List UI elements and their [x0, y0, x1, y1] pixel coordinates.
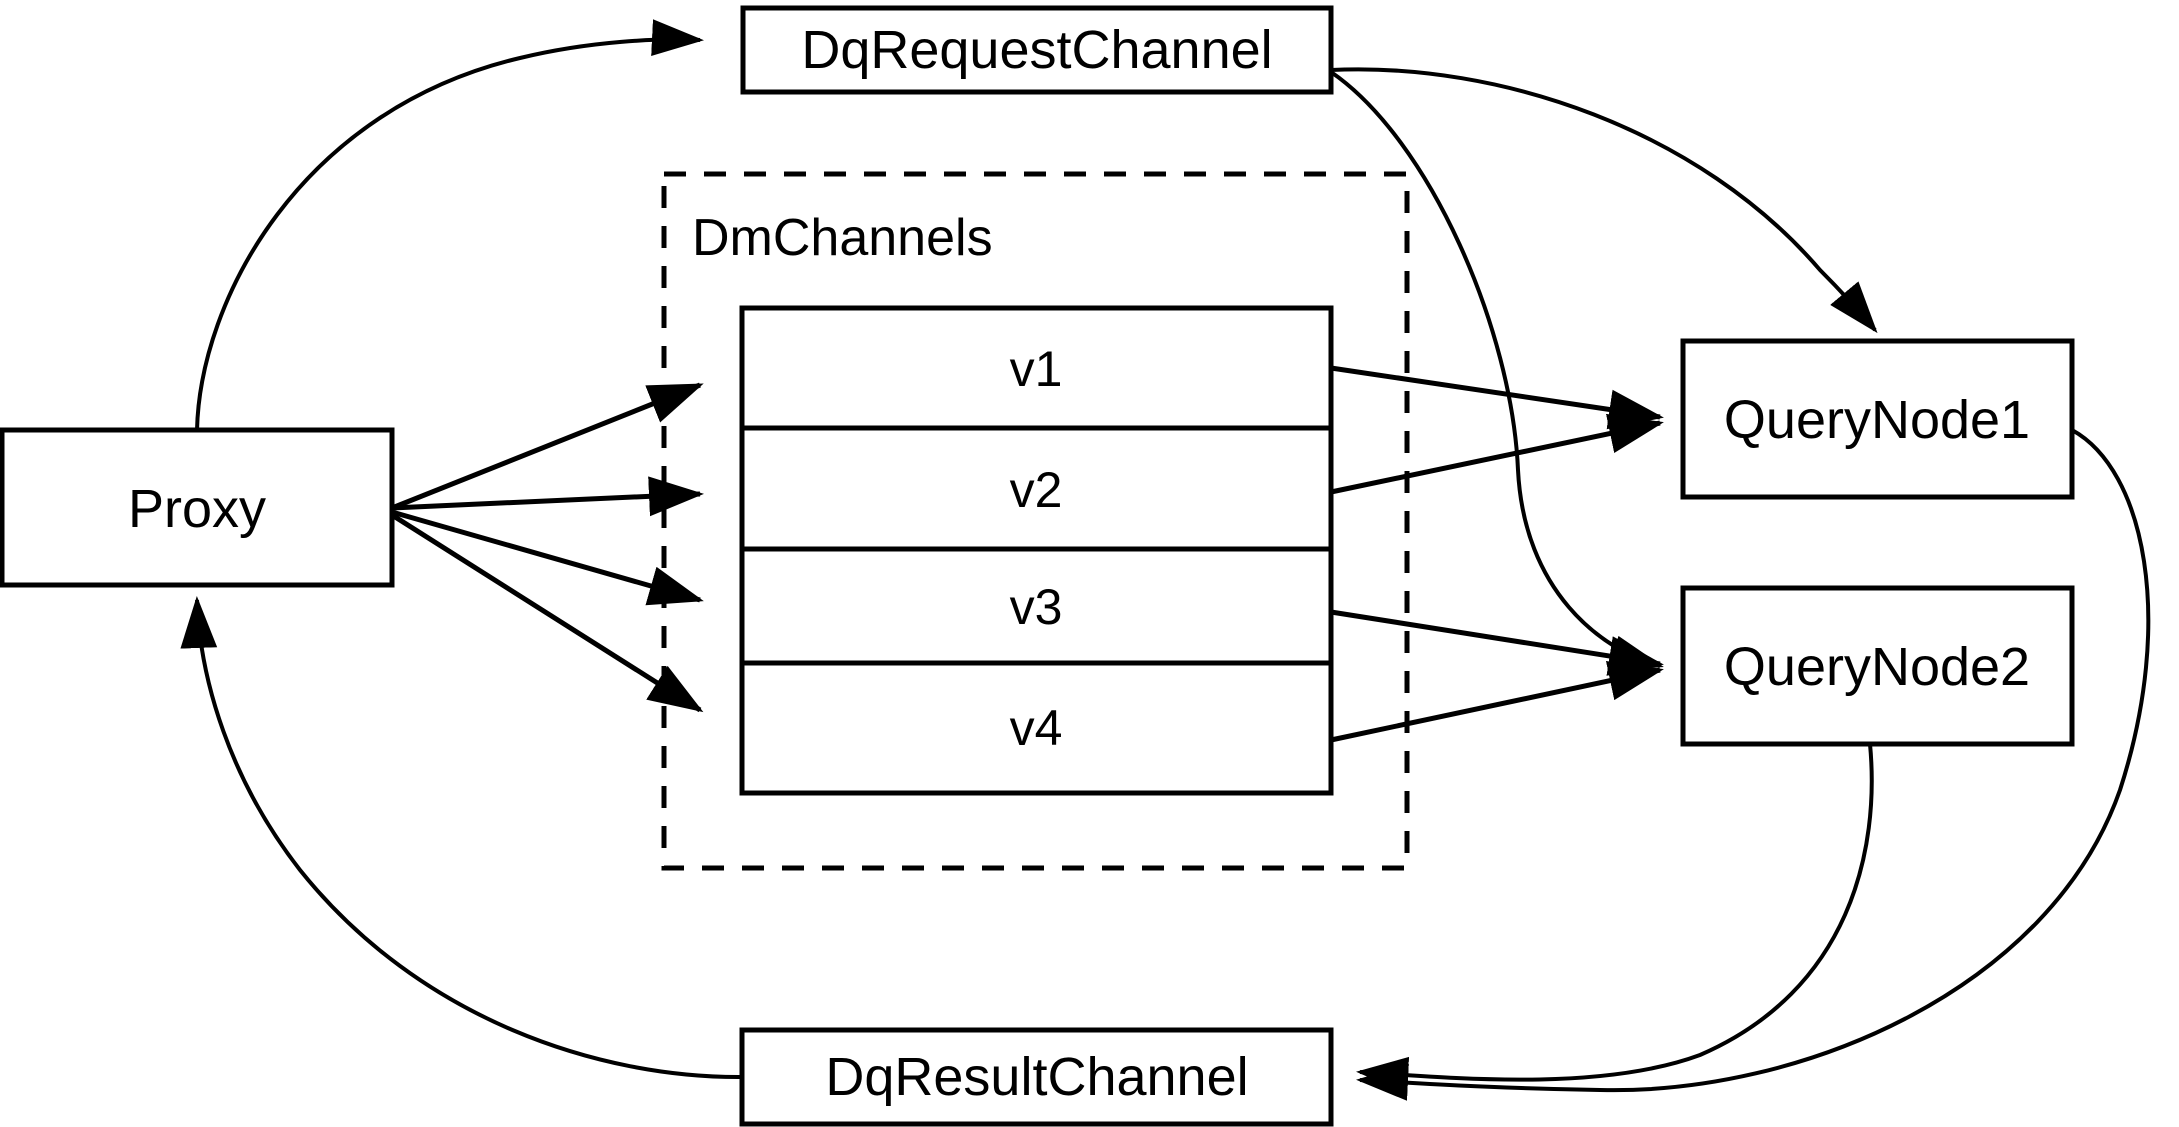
node-proxy-label: Proxy — [128, 479, 266, 539]
edge-v3-to-query-node-2 — [1330, 609, 1664, 676]
dm-channels-group — [661, 171, 1410, 871]
node-query-node-2-label: QueryNode2 — [1724, 637, 2030, 697]
node-dq-result-channel-label: DqResultChannel — [825, 1047, 1248, 1107]
edge-proxy-to-v2 — [391, 476, 704, 517]
edge-proxy-to-v3 — [391, 509, 704, 606]
edge-proxy-to-v1 — [391, 382, 704, 511]
node-query-node-2[interactable] — [1680, 585, 2075, 747]
table-row-v4[interactable]: v4 — [1010, 700, 1063, 756]
edge-query-node-2-to-dq-result-channel — [1356, 743, 1874, 1094]
edge-dq-request-channel-to-query-node-1 — [1330, 67, 1878, 334]
dm-channels-group-label: DmChannels — [692, 209, 993, 267]
node-dq-request-channel-label: DqRequestChannel — [801, 20, 1272, 80]
node-proxy[interactable] — [0, 427, 395, 588]
edge-query-node-1-to-dq-result-channel — [1356, 428, 2151, 1101]
node-query-node-1[interactable] — [1680, 338, 2075, 500]
edge-dq-request-channel-to-query-node-2 — [1329, 70, 1664, 672]
edge-dq-result-channel-to-proxy — [180, 596, 743, 1080]
edge-proxy-to-v4 — [390, 512, 704, 713]
node-dq-request-channel[interactable] — [740, 5, 1334, 95]
edge-v1-to-query-node-1 — [1330, 365, 1664, 430]
node-query-node-1-label: QueryNode1 — [1724, 390, 2030, 450]
edge-v4-to-query-node-2 — [1330, 661, 1664, 743]
edge-v2-to-query-node-1 — [1330, 413, 1664, 495]
table-row-v1[interactable]: v1 — [1010, 341, 1063, 397]
table-row-v2[interactable]: v2 — [1010, 462, 1063, 518]
node-dq-result-channel[interactable] — [739, 1027, 1334, 1127]
table-row-v3[interactable]: v3 — [1010, 579, 1063, 635]
edge-proxy-to-dq-request-channel — [195, 19, 704, 431]
